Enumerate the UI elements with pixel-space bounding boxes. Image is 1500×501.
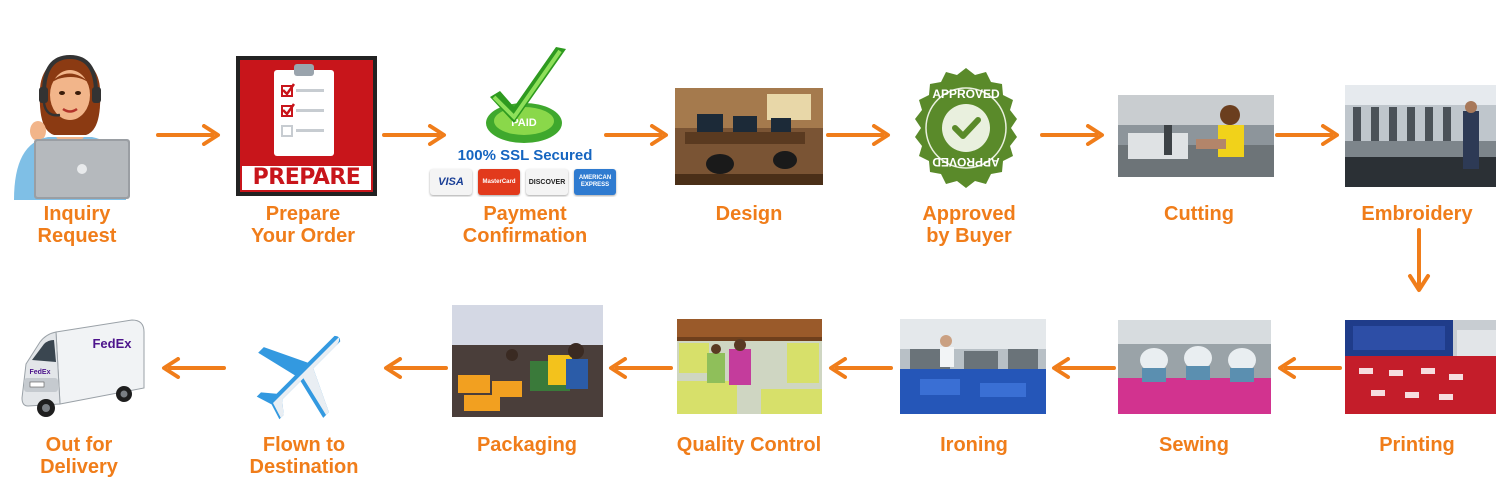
- paid-checkmark-icon: PAID: [486, 47, 566, 143]
- amex-card-icon: AMERICAN EXPRESS: [574, 169, 616, 195]
- visa-card-icon: VISA: [430, 169, 472, 195]
- clipboard-checklist-icon: [274, 64, 334, 156]
- arrow-left-icon: [1052, 357, 1116, 379]
- step-label-prepare-your-order: Prepare Your Order: [250, 203, 356, 247]
- step-label-approved-by-buyer: Approved by Buyer: [922, 203, 1016, 247]
- approved-text-bottom: APPROVED: [932, 155, 1000, 169]
- paid-text: PAID: [511, 117, 537, 129]
- step-label-printing: Printing: [1379, 434, 1455, 456]
- packaging-photo: [452, 305, 603, 417]
- step-label-payment-confirmation: Payment Confirmation: [462, 203, 588, 247]
- printing-photo: [1345, 320, 1496, 414]
- delivery-van-icon: FedEx FedEx: [21, 319, 145, 417]
- step-label-inquiry-request: Inquiry Request: [37, 203, 117, 247]
- arrow-left-icon: [1278, 357, 1342, 379]
- step-label-flown-to-destination: Flown to Destination: [249, 434, 359, 478]
- arrow-down-icon: [1408, 228, 1430, 292]
- discover-card-icon: DISCOVER: [526, 169, 568, 195]
- step-label-cutting: Cutting: [1164, 203, 1234, 225]
- arrow-right-icon: [156, 124, 220, 146]
- sewing-photo: [1118, 320, 1271, 414]
- inquiry-request-image: [8, 35, 143, 200]
- arrow-right-icon: [1040, 124, 1104, 146]
- airplane-icon: [256, 335, 341, 420]
- arrow-left-icon: [609, 357, 673, 379]
- arrow-left-icon: [162, 357, 226, 379]
- step-label-design: Design: [715, 203, 783, 225]
- step-label-out-for-delivery: Out for Delivery: [40, 434, 118, 478]
- approved-by-buyer-image: APPROVED APPROVED: [905, 66, 1027, 190]
- arrow-right-icon: [604, 124, 668, 146]
- out-for-delivery-image: FedEx FedEx: [20, 312, 150, 418]
- step-label-ironing: Ironing: [940, 434, 1008, 456]
- arrow-right-icon: [826, 124, 890, 146]
- design-photo: [675, 88, 823, 185]
- step-label-packaging: Packaging: [476, 434, 578, 456]
- fedex-logo-text: FedEx: [92, 336, 132, 351]
- arrow-left-icon: [829, 357, 893, 379]
- payment-confirmation-image: PAID 100% SSL Secured VISA MasterCard DI…: [428, 45, 623, 197]
- approved-seal-icon: APPROVED APPROVED: [915, 68, 1017, 188]
- mastercard-card-icon: MasterCard: [478, 169, 520, 195]
- step-label-embroidery: Embroidery: [1361, 203, 1473, 225]
- arrow-right-icon: [382, 124, 446, 146]
- arrow-left-icon: [384, 357, 448, 379]
- flown-to-destination-image: [248, 320, 356, 428]
- step-label-sewing: Sewing: [1158, 434, 1229, 456]
- prepare-banner-text: PREPARE: [242, 166, 371, 190]
- quality-control-photo: [677, 319, 822, 414]
- step-label-quality-control: Quality Control: [676, 434, 822, 456]
- ssl-secured-text: 100% SSL Secured: [457, 147, 593, 164]
- ironing-photo: [900, 319, 1046, 414]
- arrow-right-icon: [1275, 124, 1339, 146]
- call-center-agent-icon: [14, 54, 130, 200]
- prepare-order-image: PREPARE: [236, 56, 377, 196]
- approved-text-top: APPROVED: [932, 87, 1000, 101]
- fedex-hood-logo-text: FedEx: [29, 369, 50, 376]
- cutting-photo: [1118, 95, 1274, 177]
- embroidery-photo: [1345, 85, 1496, 187]
